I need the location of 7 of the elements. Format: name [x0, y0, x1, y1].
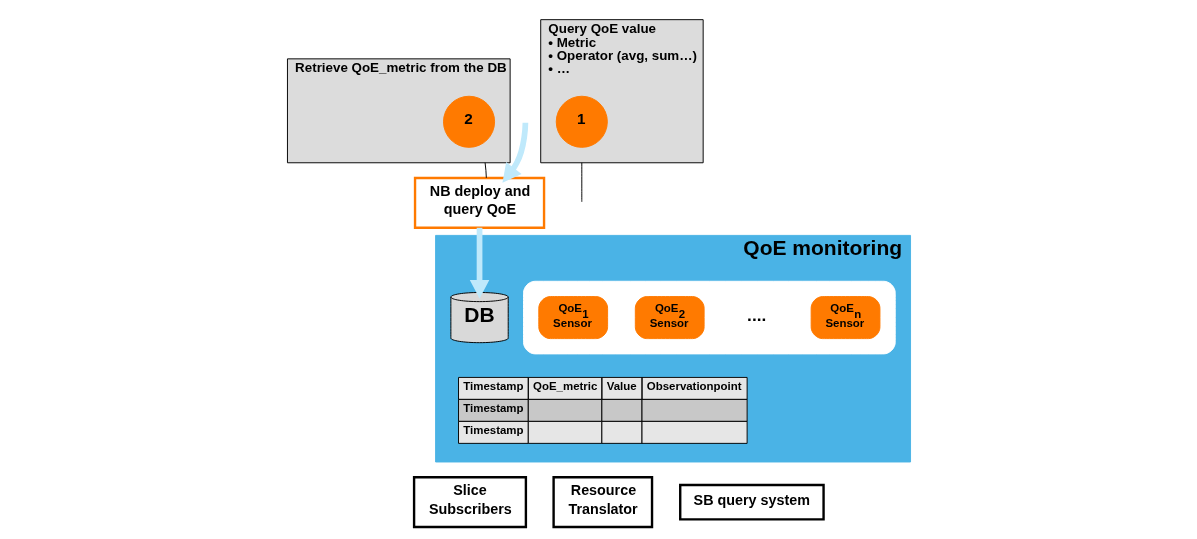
- label: Observationpoint: [646, 380, 742, 393]
- label: Timestamp: [462, 380, 524, 393]
- label: Value: [606, 380, 637, 393]
- label: ....: [746, 304, 766, 325]
- label: Timestamp: [462, 402, 524, 415]
- label: QoE_metric: [532, 380, 597, 393]
- label: Timestamp: [462, 424, 524, 437]
